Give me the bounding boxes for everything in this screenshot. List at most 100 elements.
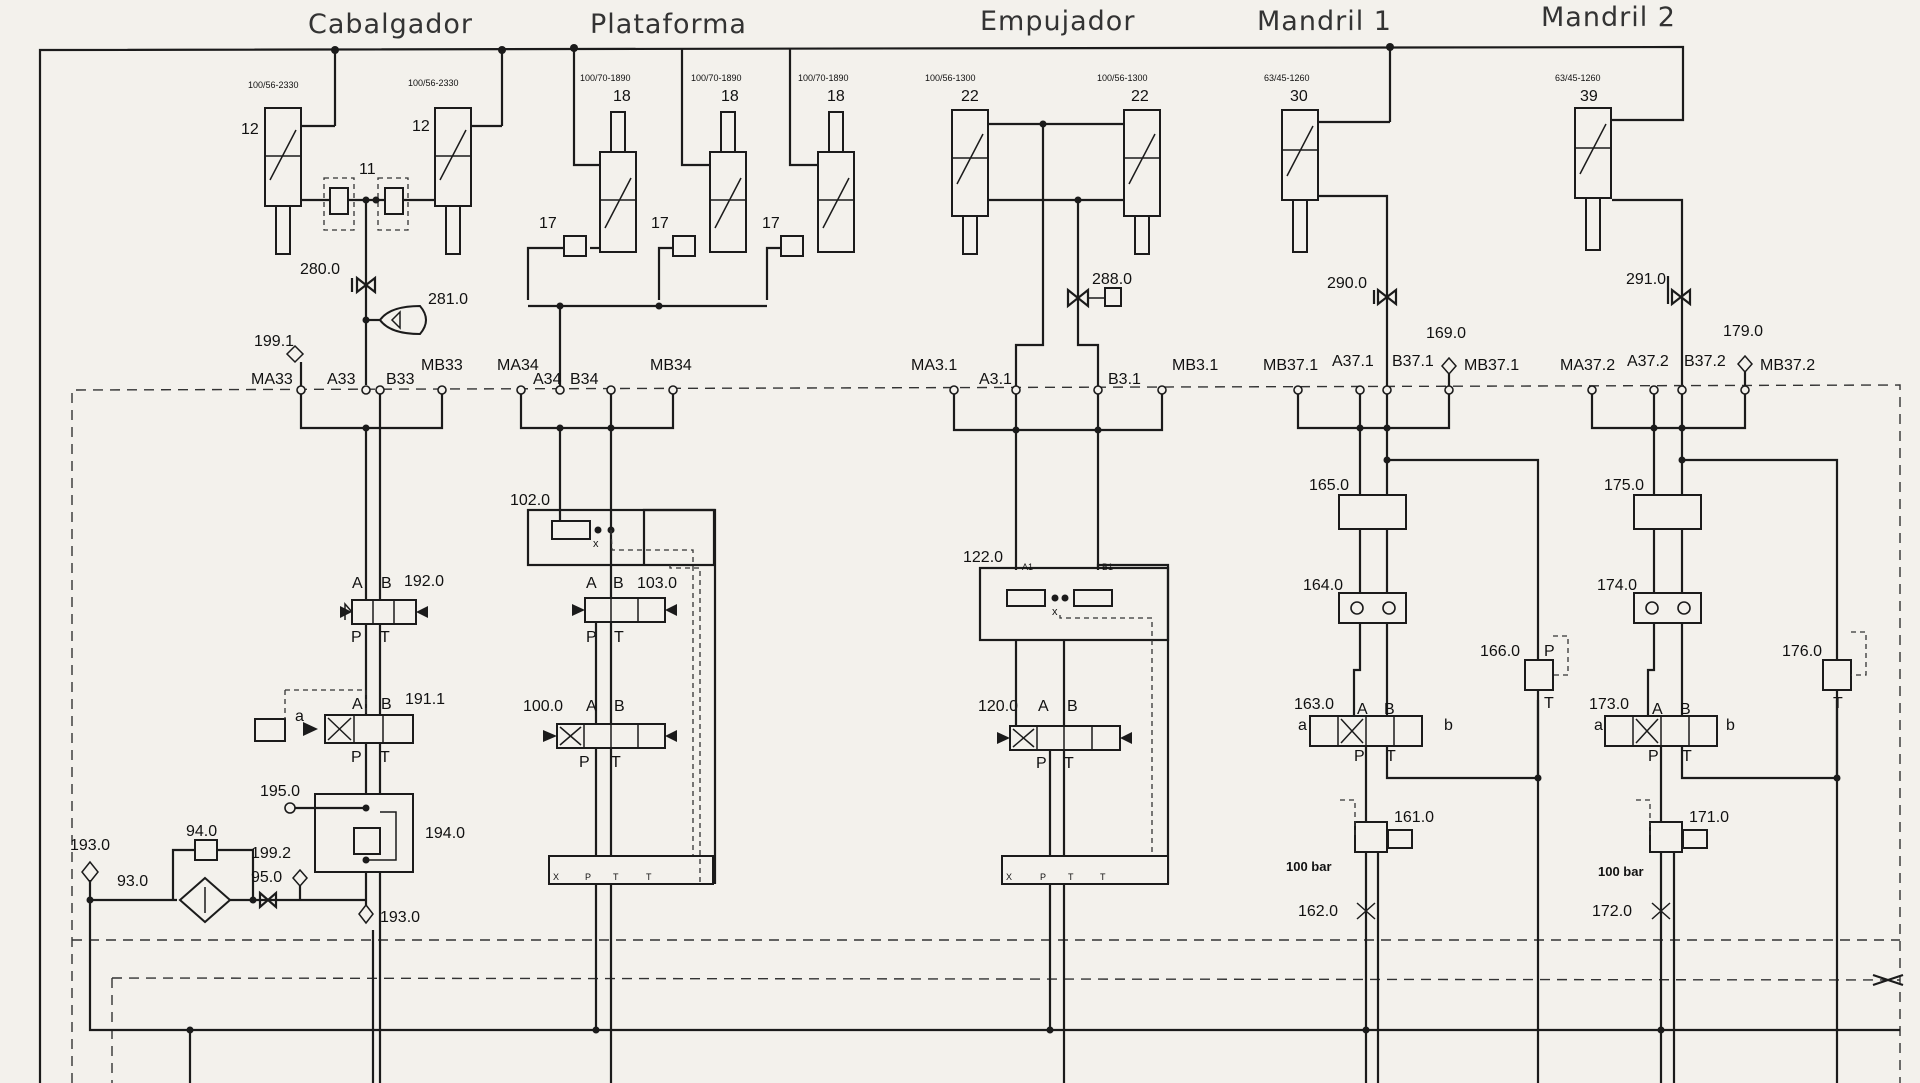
port-labels: MA33 A33 B33 MB33 MA34 A34 B34 MB34 MA3.… — [251, 353, 1815, 388]
label-193: 193.0 — [380, 909, 420, 926]
port-label-B33: B33 — [386, 371, 415, 388]
port-A1: A1 — [1022, 562, 1033, 572]
mandril-2-valves: 175.0 174.0 173.0 A B a b P T 176.0 T 17… — [1589, 477, 1867, 1083]
cylinder-spec: 100/70-1890 — [691, 73, 742, 83]
label-195: 195.0 — [260, 783, 300, 800]
label-193: 193.0 — [70, 837, 110, 854]
label-103: 103.0 — [637, 575, 677, 592]
port-T: T — [613, 872, 619, 882]
port-T: T — [614, 629, 624, 646]
cylinder-spec: 63/45-1260 — [1555, 73, 1601, 83]
port-A: A — [352, 575, 363, 592]
port-P: P — [1544, 643, 1555, 660]
section-title-plataforma: Plataforma — [590, 9, 747, 40]
port-X: X — [1006, 872, 1012, 882]
port-label-MB37-1b: MB37.1 — [1464, 357, 1519, 374]
section-title-empujador: Empujador — [980, 6, 1135, 37]
port-B: B — [381, 696, 392, 713]
port-T: T — [611, 754, 621, 771]
label-199-2: 199.2 — [251, 845, 291, 862]
label-179: 179.0 — [1723, 323, 1763, 340]
label-163: 163.0 — [1294, 696, 1334, 713]
cylinder-id: 12 — [241, 121, 259, 138]
label-192: 192.0 — [404, 573, 444, 590]
label-11: 11 — [359, 161, 376, 178]
cylinder-12a — [264, 107, 302, 255]
valve-192: A B 192.0 P T — [340, 573, 444, 715]
manifold-plate-plataforma: X P T T — [548, 508, 717, 885]
section-title-mandril-2: Mandril 2 — [1541, 2, 1676, 33]
label-288: 288.0 — [1092, 271, 1132, 288]
cylinder-spec: 100/70-1890 — [798, 73, 849, 83]
port-B: B — [381, 575, 392, 592]
label-173: 173.0 — [1589, 696, 1629, 713]
port-label-MB3-1: MB3.1 — [1172, 357, 1218, 374]
port-B: B — [614, 698, 625, 715]
valve-103: A B 103.0 P T — [572, 575, 677, 724]
port-label-A37-1: A37.1 — [1332, 353, 1374, 370]
port-a: a — [295, 708, 304, 725]
valve-block-122: 122.0 A1 B1 x — [963, 549, 1170, 884]
port-b: b — [1726, 717, 1735, 734]
pressure-unit-194: 194.0 195.0 193.0 — [260, 783, 465, 1083]
port-a: a — [1594, 717, 1603, 734]
label-93: 93.0 — [117, 873, 148, 890]
top-pilot-bus — [38, 43, 1685, 1083]
empujador-upper-circuit: 288.0 — [988, 120, 1132, 390]
port-T: T — [380, 749, 390, 766]
cylinder-39 — [1574, 107, 1612, 251]
cabalgador-upper-circuit: 11 280.0 281.0 199.1 — [254, 161, 468, 390]
label-199-1: 199.1 — [254, 333, 294, 350]
port-P: P — [586, 629, 597, 646]
cylinder-id: 12 — [412, 118, 430, 135]
cylinder-id: 30 — [1290, 88, 1308, 105]
cylinder-labels: 100/56-2330 12 100/56-2330 12 100/70-189… — [241, 73, 1601, 138]
label-281: 281.0 — [428, 291, 468, 308]
port-label-MB37-2: MB37.2 — [1760, 357, 1815, 374]
cylinder-id: 22 — [1131, 88, 1149, 105]
port-label-MB34: MB34 — [650, 357, 692, 374]
label-171: 171.0 — [1689, 809, 1729, 826]
label-95: 95.0 — [251, 869, 282, 886]
label-102: 102.0 — [510, 492, 550, 509]
port-label-A34: A34 — [533, 371, 562, 388]
label-122: 122.0 — [963, 549, 1003, 566]
port-x: x — [593, 538, 599, 550]
label-17: 17 — [651, 215, 669, 232]
filter-line: 193.0 93.0 94.0 95.0 199.2 — [70, 823, 1900, 1032]
port-T: T — [1386, 748, 1396, 765]
port-B1: B1 — [1102, 562, 1113, 572]
port-label-B34: B34 — [570, 371, 599, 388]
port-label-MA37-2: MA37.2 — [1560, 357, 1615, 374]
port-A: A — [1652, 701, 1663, 718]
cylinder-18c — [817, 111, 855, 253]
label-165: 165.0 — [1309, 477, 1349, 494]
port-A: A — [1038, 698, 1049, 715]
cylinder-id: 39 — [1580, 88, 1598, 105]
mandril-1-valves: 165.0 164.0 163.0 A B a b P T 166.0 P T … — [1286, 477, 1569, 1083]
port-P: P — [1040, 872, 1046, 882]
port-P: P — [1648, 748, 1659, 765]
valve-100: 100.0 A B P T — [523, 698, 677, 1083]
plataforma-upper-circuit: 17 17 17 — [526, 215, 804, 390]
port-label-B37-2: B37.2 — [1684, 353, 1726, 370]
port-X: X — [553, 872, 559, 882]
label-280: 280.0 — [300, 261, 340, 278]
port-T: T — [1682, 748, 1692, 765]
label-169: 169.0 — [1426, 325, 1466, 342]
cylinder-spec: 100/56-1300 — [1097, 73, 1148, 83]
port-label-MA3-1: MA3.1 — [911, 357, 957, 374]
pressure-setting: 100 bar — [1598, 864, 1644, 879]
cylinder-spec: 100/56-1300 — [925, 73, 976, 83]
cylinder-spec: 100/70-1890 — [580, 73, 631, 83]
port-A: A — [586, 575, 597, 592]
label-291: 291.0 — [1626, 271, 1666, 288]
cylinder-22a — [951, 109, 989, 255]
label-162: 162.0 — [1298, 903, 1338, 920]
port-label-B3-1: B3.1 — [1108, 371, 1141, 388]
port-P: P — [579, 754, 590, 771]
port-B: B — [1680, 701, 1691, 718]
label-172: 172.0 — [1592, 903, 1632, 920]
